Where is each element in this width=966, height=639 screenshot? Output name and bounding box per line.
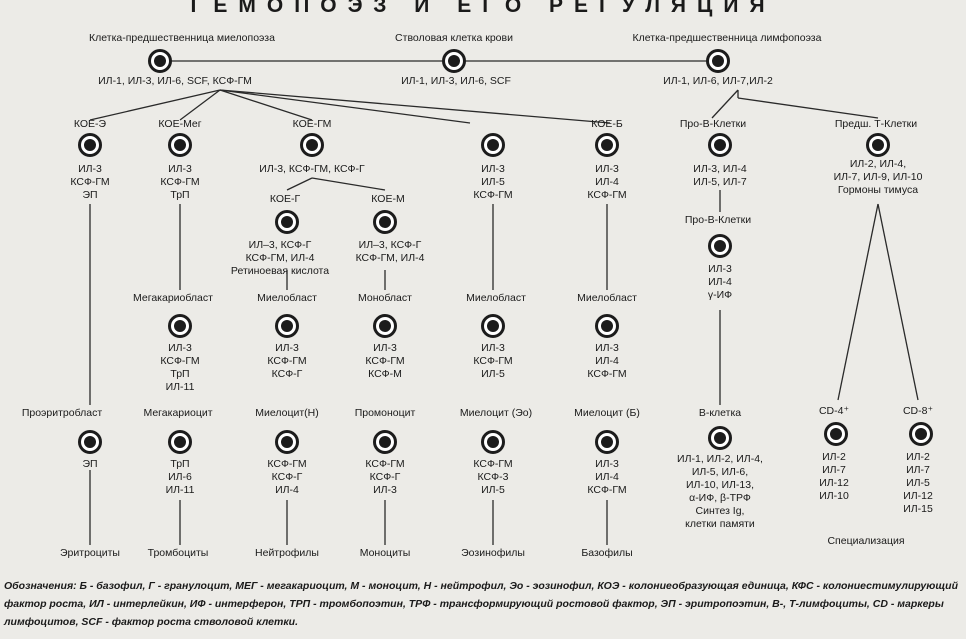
cfu-m-label: КОЕ-М [371, 193, 405, 205]
cfu-meg-label: КОЕ-Мег [158, 118, 202, 130]
pre-t-cell [866, 133, 890, 157]
b-cell-label: В-клетка [698, 407, 742, 419]
pro-b-cell [708, 133, 732, 157]
eo-myeloblast-label: Миелобласт [466, 292, 526, 304]
neutrophils-label: Нейтрофилы [255, 547, 319, 559]
cd4-cell [824, 422, 848, 446]
megakaryocyte-cell [168, 430, 192, 454]
pre-t-label: Предш. Т-Клетки [834, 118, 918, 130]
eosinophils-label: Эозинофилы [461, 547, 525, 559]
promonocyte-cell [373, 430, 397, 454]
promonocyte-label: Промоноцит [354, 407, 416, 419]
monocytes-label: Моноциты [359, 547, 411, 559]
n-myeloblast-cell [275, 314, 299, 338]
myelo-progenitor-cell [148, 49, 172, 73]
thrombocytes-label: Тромбоциты [147, 547, 209, 559]
cfu-e-label: КОЕ-Э [73, 118, 107, 130]
myelo-progenitor-factors: ИЛ-1, ИЛ-3, ИЛ-6, SCF, КСФ-ГМ [98, 75, 252, 87]
cfu-g-label: КОЕ-Г [269, 193, 301, 205]
legend: Обозначения: Б - базофил, Г - гранулоцит… [4, 580, 958, 628]
erythrocytes-label: Эритроциты [60, 547, 120, 559]
cfu-eo-cell [481, 133, 505, 157]
proerythroblast-label: Проэритробласт [21, 407, 103, 419]
cfu-b-cell [595, 133, 619, 157]
eo-myelocyte-label: Миелоцит (Эо) [459, 407, 533, 419]
n-myelocyte-label: Миелоцит(Н) [255, 407, 319, 419]
lympho-progenitor-label: Клетка-предшественница лимфопоэза [632, 32, 822, 44]
cfu-meg-cell [168, 133, 192, 157]
page-title: ГЕМОПОЭЗ И ЕГО РЕГУЛЯЦИЯ [190, 0, 776, 17]
eo-myeloblast-cell [481, 314, 505, 338]
cfu-g-cell [275, 210, 299, 234]
specialization-label: Специализация [827, 535, 905, 547]
stem-cell-label: Стволовая клетка крови [395, 32, 513, 44]
eo-myelocyte-cell [481, 430, 505, 454]
cfu-e-cell [78, 133, 102, 157]
cd4-label: CD-4⁺ [818, 405, 850, 417]
n-myelocyte-cell [275, 430, 299, 454]
pro-b-label: Про-В-Клетки [679, 118, 747, 130]
b-myeloblast-label: Миелобласт [577, 292, 637, 304]
pro-b-2-label: Про-В-Клетки [684, 214, 752, 226]
b-cell-factors: ИЛ-1, ИЛ-2, ИЛ-4,ИЛ-5, ИЛ-6,ИЛ-10, ИЛ-13… [677, 453, 763, 530]
cfu-gm-label: КОЕ-ГМ [292, 118, 332, 130]
cfu-gm-cell [300, 133, 324, 157]
cfu-m-cell [373, 210, 397, 234]
cd8-label: CD-8⁺ [902, 405, 934, 417]
proerythroblast-cell [78, 430, 102, 454]
cfu-gm-factors: ИЛ-3, КСФ-ГМ, КСФ-Г [259, 163, 365, 175]
lympho-progenitor-factors: ИЛ-1, ИЛ-6, ИЛ-7,ИЛ-2 [663, 75, 773, 87]
megakaryocyte-label: Мегакариоцит [143, 407, 213, 419]
b-cell [708, 426, 732, 450]
cd8-cell [909, 422, 933, 446]
monoblast-cell [373, 314, 397, 338]
megakaryoblast-cell [168, 314, 192, 338]
stem-cell-factors: ИЛ-1, ИЛ-3, ИЛ-6, SCF [401, 75, 511, 87]
b-myelocyte-cell [595, 430, 619, 454]
stem-cell [442, 49, 466, 73]
b-myeloblast-cell [595, 314, 619, 338]
proerythroblast-factors: ЭП [82, 458, 98, 470]
n-myeloblast-label: Миелобласт [257, 292, 317, 304]
myelo-progenitor-label: Клетка-предшественница миелопоэза [89, 32, 275, 44]
b-myelocyte-label: Миелоцит (Б) [574, 407, 640, 419]
monoblast-label: Монобласт [358, 292, 412, 304]
pro-b-2-cell [708, 234, 732, 258]
lympho-progenitor-cell [706, 49, 730, 73]
megakaryoblast-label: Мегакариобласт [133, 292, 213, 304]
cfu-b-label: КОЕ-Б [591, 118, 623, 130]
basophils-label: Базофилы [581, 547, 633, 559]
